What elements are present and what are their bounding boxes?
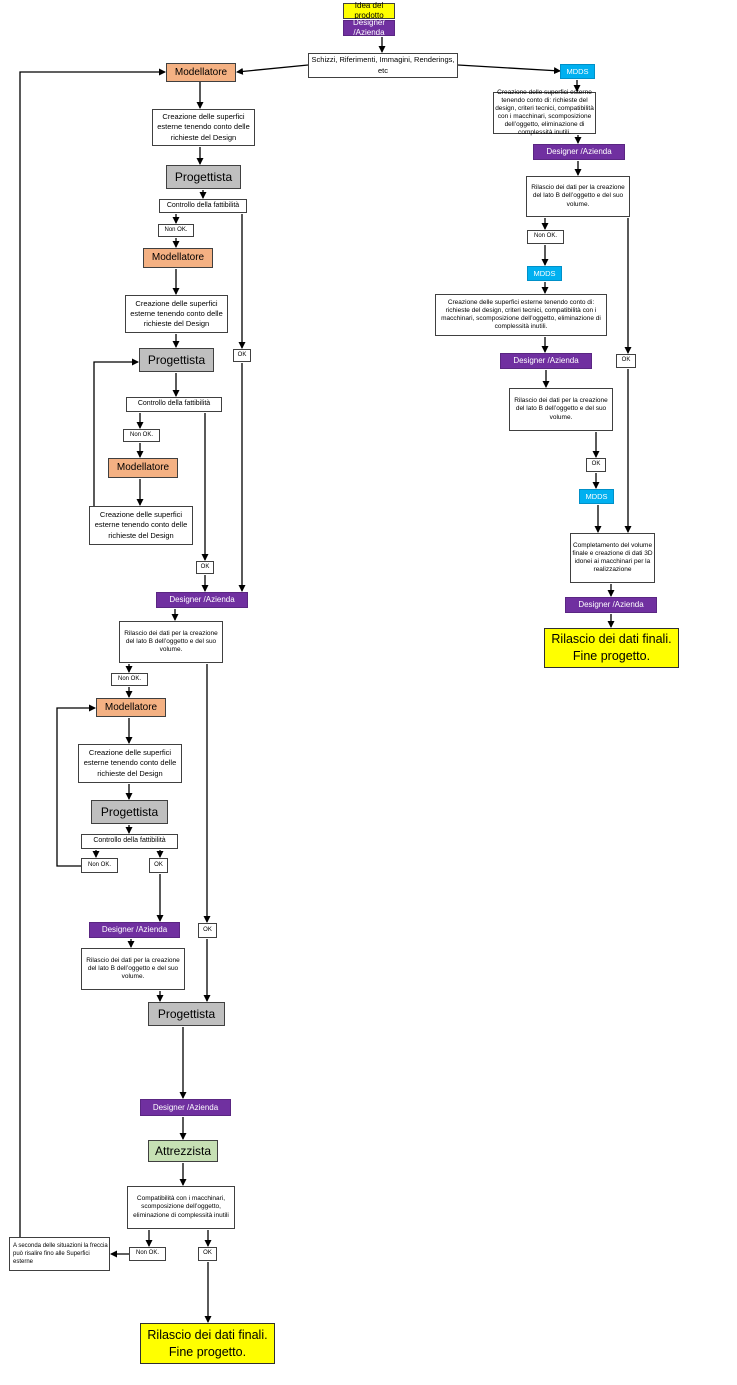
mdds-box-2: MDDS xyxy=(527,266,562,281)
rilascio-box-1: Rilascio dei dati per la creazione del l… xyxy=(119,621,223,663)
arrow-28 xyxy=(56,704,96,867)
idea-box: Idea del prodotto xyxy=(343,1,395,20)
non-ok-box-1: Non OK. xyxy=(158,224,194,237)
note-box: A seconda delle situazioni la freccia pu… xyxy=(9,1237,110,1271)
creazione-box-2: Creazione delle superfici esterne tenend… xyxy=(125,295,228,333)
non-ok-box-mdds: Non OK. xyxy=(527,230,564,244)
modellatore-box-2: Modellatore xyxy=(143,248,213,268)
modellatore-box-1: Modellatore xyxy=(166,63,236,82)
progettista-box-4: Progettista xyxy=(148,1002,225,1026)
controllo-box-3: Controllo della fattibilità xyxy=(81,834,178,849)
arrow-40 xyxy=(19,68,166,1237)
progettista-box-2: Progettista xyxy=(139,348,214,372)
modellatore-box-3: Modellatore xyxy=(108,458,178,478)
arrow-16 xyxy=(93,358,139,506)
ok-box-1: OK xyxy=(233,349,251,362)
designer-box-2: Designer /Azienda xyxy=(89,922,180,938)
designer-box-mdds-1: Designer /Azienda xyxy=(533,144,625,160)
creazione-box-3: Creazione delle superfici esterne tenend… xyxy=(89,506,193,545)
final-box-right: Rilascio dei dati finali. Fine progetto. xyxy=(544,628,679,668)
ok-box-mdds-1: OK xyxy=(616,354,636,368)
modellatore-box-4: Modellatore xyxy=(96,698,166,717)
controllo-box-2: Controllo della fattibilità xyxy=(126,397,222,412)
arrow-3 xyxy=(457,64,561,75)
designer-box-mdds-2: Designer /Azienda xyxy=(500,353,592,369)
designer-box-3: Designer /Azienda xyxy=(140,1099,231,1116)
progettista-box-1: Progettista xyxy=(166,165,241,189)
sketches-box: Schizzi, Riferimenti, Immagini, Renderin… xyxy=(308,53,458,78)
non-ok-box-3: Non OK. xyxy=(111,673,148,686)
mdds-creazione-box-2: Creazione delle superfici esterne tenend… xyxy=(435,294,607,336)
rilascio-box-mdds-1: Rilascio dei dati per la creazione del l… xyxy=(526,176,630,217)
non-ok-box-2: Non OK. xyxy=(123,429,160,442)
creazione-box-4: Creazione delle superfici esterne tenend… xyxy=(78,744,182,783)
designer-box-top: Designer /Azienda xyxy=(343,18,395,37)
ok-box-2: OK xyxy=(196,561,214,574)
rilascio-box-mdds-2: Rilascio dei dati per la creazione del l… xyxy=(509,388,613,431)
ok-box-3: OK xyxy=(149,858,168,873)
attrezzista-box: Attrezzista xyxy=(148,1140,218,1162)
mdds-box-3: MDDS xyxy=(579,489,614,504)
non-ok-box-5: Non OK. xyxy=(129,1247,166,1261)
compatibilita-box: Compatibilità con i macchinari, scomposi… xyxy=(127,1186,235,1229)
arrow-2 xyxy=(236,64,309,75)
rilascio-box-2: Rilascio dei dati per la creazione del l… xyxy=(81,948,185,990)
ok-box-mdds-2: OK xyxy=(586,458,606,472)
ok-box-5: OK xyxy=(198,1247,217,1261)
mdds-creazione-box-1: Creazione delle superfici esterne tenend… xyxy=(493,89,596,136)
non-ok-box-4: Non OK. xyxy=(81,858,118,873)
mdds-box-1: MDDS xyxy=(560,64,595,79)
ok-box-4: OK xyxy=(198,923,217,938)
designer-box-1: Designer /Azienda xyxy=(156,592,248,608)
controllo-box-1: Controllo della fattibilità xyxy=(159,199,247,213)
creazione-box-1: Creazione delle superfici esterne tenend… xyxy=(152,109,255,146)
final-box-left: Rilascio dei dati finali. Fine progetto. xyxy=(140,1323,275,1364)
designer-box-mdds-3: Designer /Azienda xyxy=(565,597,657,613)
completamento-box: Completamento del volume finale e creazi… xyxy=(570,533,655,583)
progettista-box-3: Progettista xyxy=(91,800,168,824)
